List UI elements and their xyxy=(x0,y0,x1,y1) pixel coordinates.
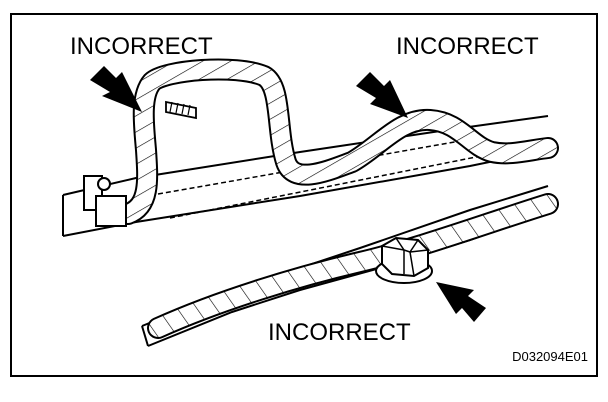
screw-icon xyxy=(165,100,197,120)
label-incorrect-bottom: INCORRECT xyxy=(268,319,411,346)
arrow-top-right-icon xyxy=(356,72,408,118)
harness-clamp xyxy=(83,175,127,227)
arrow-bottom-icon xyxy=(436,282,486,322)
bolt-icon xyxy=(375,236,433,284)
upper-wire-harness xyxy=(117,58,559,225)
arrow-top-left-icon xyxy=(90,66,142,112)
lower-wire-harness xyxy=(147,193,559,339)
figure-frame xyxy=(10,13,598,377)
figure-code: D032094E01 xyxy=(512,349,588,364)
label-incorrect-top-right: INCORRECT xyxy=(396,33,539,60)
label-incorrect-top-left: INCORRECT xyxy=(70,33,213,60)
